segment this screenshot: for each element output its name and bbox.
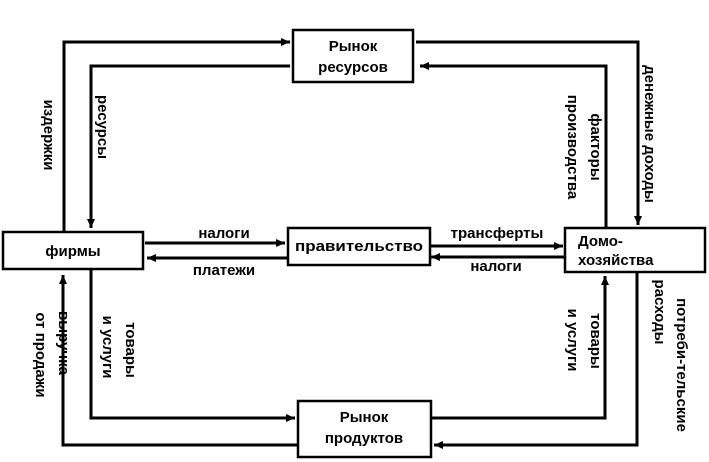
flow-consumer-spending — [434, 272, 639, 449]
label-factors-line2: производства — [564, 95, 581, 200]
label-taxes-from-households: налоги — [470, 258, 521, 275]
flow-household-goods-services — [432, 276, 609, 420]
flow-sales-revenue — [59, 275, 297, 447]
label-consumer-line2: расходы — [651, 280, 668, 345]
flow-firm-goods-services — [89, 270, 295, 422]
node-product-market: Рынок продуктов — [296, 399, 433, 459]
label-firm-goods-line1: товары — [122, 322, 139, 378]
label-costs: издержки — [40, 100, 57, 171]
flow-costs — [62, 38, 290, 232]
label-resources: ресурсы — [94, 95, 111, 159]
label-factors-line1: факторы — [587, 113, 604, 180]
product-market-label-line2: продуктов — [325, 430, 403, 447]
node-firms: фирмы — [1, 230, 145, 271]
label-taxes-from-firms: налоги — [198, 225, 249, 242]
flow-money-income — [416, 40, 642, 225]
label-hh-goods-line1: товары — [587, 313, 604, 369]
label-payments-to-firms: платежи — [193, 262, 255, 279]
label-firm-goods-line2: и услуги — [99, 316, 116, 379]
product-market-label-line1: Рынок — [340, 409, 389, 426]
label-consumer-line1: потреби-тельские — [673, 298, 690, 432]
label-transfers: трансферты — [451, 225, 544, 242]
flow-factors-of-production — [420, 62, 608, 228]
government-label: правительство — [295, 238, 423, 255]
label-money-income: денежные доходы — [641, 65, 658, 203]
households-label-line2: хозяйства — [578, 252, 654, 269]
node-government: правительство — [286, 226, 432, 267]
resource-market-label-line2: ресурсов — [318, 59, 388, 76]
label-hh-goods-line2: и услуги — [564, 309, 581, 372]
node-households: Домо- хозяйства — [563, 226, 707, 274]
firms-label: фирмы — [45, 243, 100, 260]
households-label-line1: Домо- — [578, 233, 623, 250]
label-revenue-line2: от продажи — [32, 312, 49, 397]
flow-resources — [87, 64, 290, 228]
resource-market-label-line1: Рынок — [329, 38, 378, 55]
node-resource-market: Рынок ресурсов — [291, 28, 415, 84]
label-revenue-line1: выручка — [55, 311, 72, 376]
